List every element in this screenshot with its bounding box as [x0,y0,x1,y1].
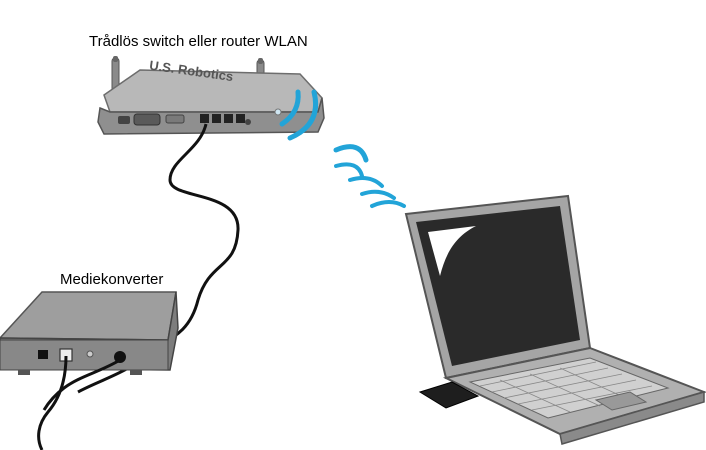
router-led [274,108,282,116]
converter-fiber-port [114,351,126,363]
wifi-signal-waves [279,89,406,208]
router-reset-button [245,119,251,125]
laptop-screen-glare [428,226,476,276]
laptop-keyboard [468,357,670,419]
converter-cable-2 [42,358,121,411]
media-converter-label: Mediekonverter [60,271,164,288]
converter-foot-left [18,370,30,375]
converter-top [0,291,177,341]
laptop [404,194,706,445]
wlan-router: U.S. Robotics [97,56,325,135]
router-lan-ports [200,114,245,123]
media-converter [0,291,179,375]
router-serial-port [133,113,161,126]
converter-left-port [38,350,48,359]
router-power-port [118,116,130,124]
laptop-screen [416,206,580,366]
wlan-pc-card [418,381,480,409]
converter-led [86,350,94,358]
router-label: Trådlös switch eller router WLAN [89,33,308,50]
laptop-touchpad [594,391,648,411]
converter-front-panel [0,339,169,371]
router-port-slot [165,114,185,124]
converter-cable-1 [37,355,68,450]
laptop-base-front [559,391,705,445]
converter-foot-right [130,370,142,375]
